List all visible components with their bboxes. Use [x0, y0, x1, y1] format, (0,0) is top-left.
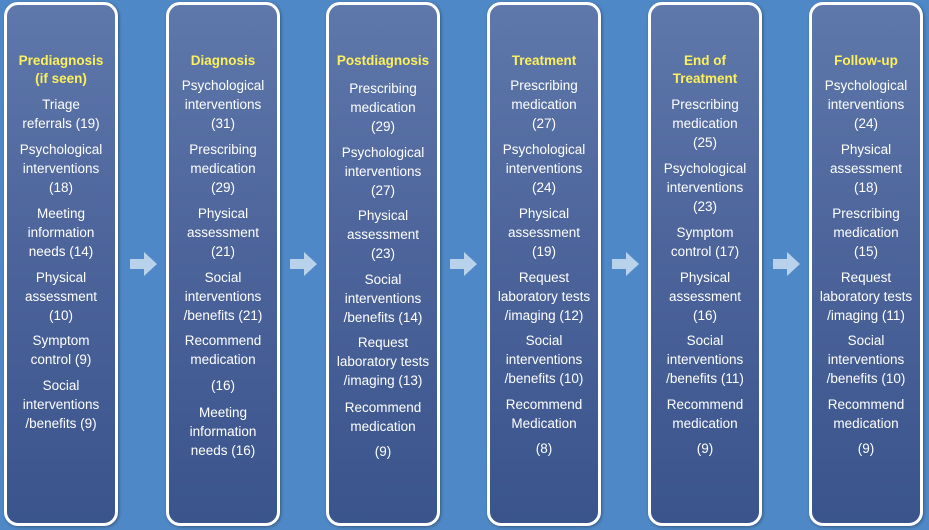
stage-item: Psychological interventions (18)	[19, 142, 103, 195]
right-arrow-icon	[612, 252, 639, 276]
stage-title: Prediagnosis (if seen)	[18, 53, 104, 86]
stage-item: Symptom control (9)	[30, 333, 92, 367]
stage-item: Social interventions /benefits (9)	[22, 378, 100, 431]
stage-title: Diagnosis	[190, 53, 256, 68]
stage-title: End of Treatment	[672, 53, 738, 86]
stage-title: Postdiagnosis	[336, 53, 430, 68]
stage-item: Recommend medication	[666, 397, 744, 431]
stage-item: Meeting information needs (14)	[27, 206, 95, 259]
stage-item: Request laboratory tests /imaging (11)	[819, 270, 913, 323]
stage-item: Physical assessment (10)	[24, 270, 98, 323]
stage-item: Prescribing medication (29)	[349, 81, 417, 134]
stage-item: (8)	[535, 441, 553, 456]
stage-item: Prescribing medication (15)	[832, 206, 900, 259]
stage-diagnosis: Diagnosis Psychological interventions (3…	[166, 2, 280, 526]
stage-item: Prescribing medication (29)	[189, 142, 257, 195]
stage-item: Social interventions /benefits (14)	[343, 272, 423, 325]
stage-item: Physical assessment (21)	[186, 206, 260, 259]
stage-item: Physical assessment (19)	[507, 206, 581, 259]
stage-item: Triage referrals (19)	[22, 97, 100, 131]
stage-item: Physical assessment (23)	[346, 208, 420, 261]
stage-end-of-treatment: End of Treatment Prescribing medication …	[648, 2, 762, 526]
stage-title: Follow-up	[834, 53, 898, 68]
stage-item: (9)	[374, 444, 392, 459]
stage-item: Psychological interventions (27)	[341, 145, 425, 198]
stage-item: Recommend medication	[344, 400, 422, 434]
stage-item: Physical assessment (16)	[668, 270, 742, 323]
stage-item: Prescribing medication (27)	[510, 78, 578, 131]
stage-item: (16)	[210, 378, 235, 393]
stage-item: Social interventions /benefits (10)	[826, 333, 906, 386]
stage-item: Recommend medication	[184, 333, 262, 367]
stage-item: Meeting information needs (16)	[189, 405, 257, 458]
stage-item: Psychological interventions (24)	[824, 78, 908, 131]
stage-item: Social interventions /benefits (21)	[183, 270, 263, 323]
stage-treatment: Treatment Prescribing medication (27) Ps…	[487, 2, 601, 526]
stage-item: Social interventions /benefits (11)	[666, 333, 744, 386]
stage-item: (9)	[857, 441, 875, 456]
stage-item: Psychological interventions (23)	[663, 161, 747, 214]
stage-prediagnosis: Prediagnosis (if seen) Triage referrals …	[4, 2, 118, 526]
stage-item: Social interventions /benefits (10)	[504, 333, 584, 386]
stage-item: Symptom control (17)	[670, 225, 740, 259]
right-arrow-icon	[773, 252, 800, 276]
stage-item: Prescribing medication (25)	[671, 97, 739, 150]
stage-item: Recommend Medication	[505, 397, 583, 431]
right-arrow-icon	[290, 252, 317, 276]
right-arrow-icon	[450, 252, 477, 276]
stage-item: Psychological interventions (31)	[181, 78, 265, 131]
stage-title: Treatment	[511, 53, 577, 68]
stage-item: Physical assessment (18)	[829, 142, 903, 195]
stage-item: Recommend medication	[827, 397, 905, 431]
stage-item: Psychological interventions (24)	[502, 142, 586, 195]
stage-follow-up: Follow-up Psychological interventions (2…	[809, 2, 923, 526]
stage-item: (9)	[696, 441, 714, 456]
stage-postdiagnosis: Postdiagnosis Prescribing medication (29…	[326, 2, 440, 526]
stage-item: Request laboratory tests /imaging (12)	[497, 270, 591, 323]
right-arrow-icon	[130, 252, 157, 276]
stage-item: Request laboratory tests /imaging (13)	[336, 335, 430, 388]
